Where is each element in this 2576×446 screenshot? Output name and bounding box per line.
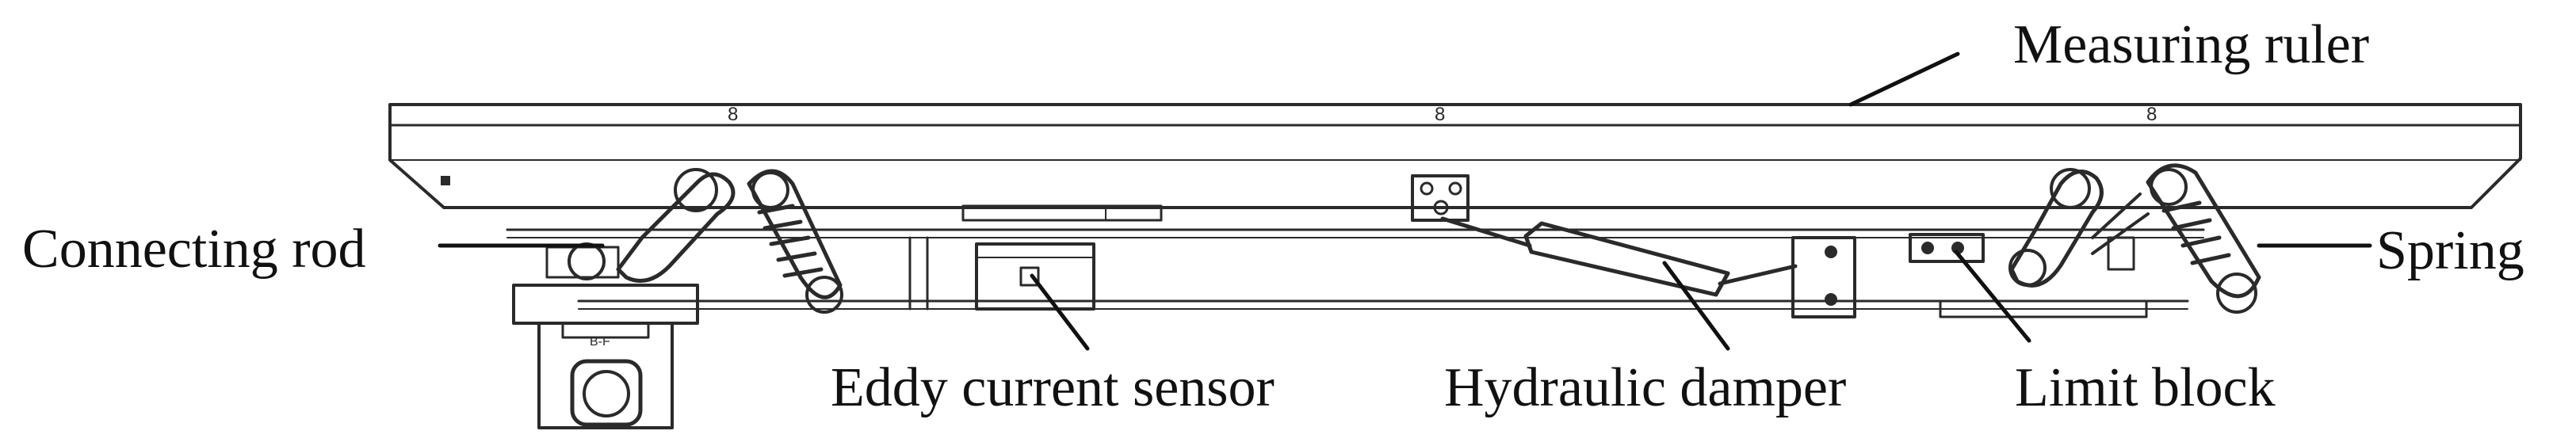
svg-text:8: 8 (728, 104, 738, 125)
svg-text:B-F: B-F (590, 335, 610, 349)
eddy-current-sensor-body (975, 242, 1095, 311)
hydraulic-damper-body (1411, 174, 1856, 318)
right-spring (2107, 163, 2261, 314)
leader-lines (438, 51, 2372, 351)
label-eddy-current-sensor: Eddy current sensor (831, 357, 1275, 418)
svg-text:8: 8 (2146, 104, 2157, 125)
label-limit-block: Limit block (2015, 357, 2276, 418)
label-hydraulic-damper: Hydraulic damper (1444, 357, 1847, 418)
limit-block-body (1909, 233, 2148, 318)
lower-frame (506, 204, 2205, 311)
left-support-base: B-F (512, 284, 699, 429)
label-connecting-rod: Connecting rod (22, 219, 366, 280)
left-connecting-rod (545, 168, 736, 283)
right-connecting-rod (2008, 168, 2150, 288)
measuring-ruler-beam: 8 8 8 (388, 103, 2522, 209)
label-measuring-ruler: Measuring ruler (2013, 14, 2370, 75)
left-spring (747, 169, 843, 314)
svg-text:8: 8 (1435, 104, 1445, 125)
label-spring: Spring (2376, 220, 2524, 281)
